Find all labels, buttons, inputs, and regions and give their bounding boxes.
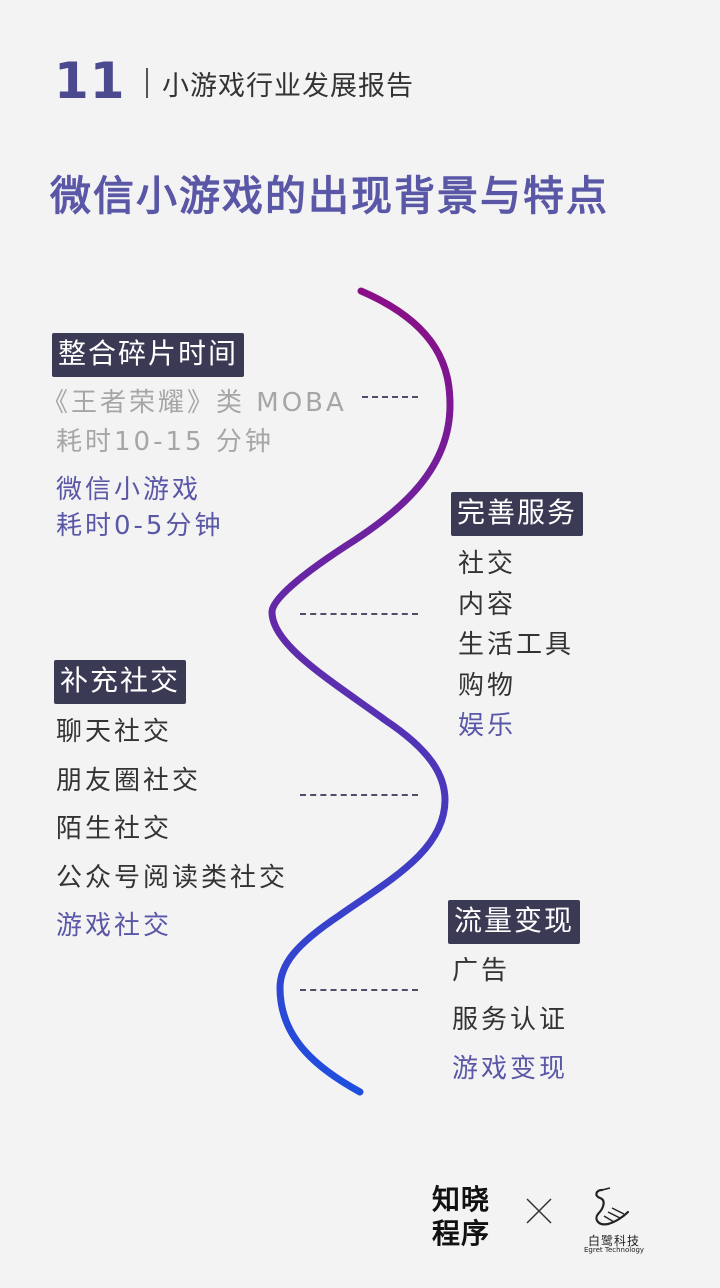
list-item: 公众号阅读类社交 — [56, 863, 289, 893]
section-title: 小游戏行业发展报告 — [162, 71, 414, 102]
muted-line-1: 《王者荣耀》类 MOBA — [42, 388, 347, 418]
header-divider — [146, 68, 148, 98]
zhixiao-logo-line1: 知晓 — [432, 1183, 491, 1216]
connector-social — [300, 794, 418, 796]
connector-services — [300, 613, 418, 615]
connector-monetization — [300, 989, 418, 991]
list-item: 朋友圈社交 — [56, 766, 202, 796]
list-item: 购物 — [458, 671, 517, 701]
page-number: 11 — [54, 52, 126, 110]
tag-social: 补充社交 — [54, 660, 187, 704]
list-item: 社交 — [458, 549, 517, 579]
muted-line-2: 耗时10-15 分钟 — [56, 427, 274, 457]
list-item: 聊天社交 — [56, 717, 173, 747]
egret-logo-icon — [595, 1187, 630, 1226]
zhixiao-logo-line2: 程序 — [432, 1217, 491, 1250]
egret-logo-en: Egret Technology — [584, 1246, 645, 1254]
list-item-highlight: 游戏社交 — [56, 911, 173, 941]
list-item: 服务认证 — [452, 1005, 569, 1035]
list-item: 内容 — [458, 590, 517, 620]
list-item: 生活工具 — [458, 630, 575, 660]
accent-line-2: 耗时0-5分钟 — [56, 511, 224, 541]
tag-fragment-time: 整合碎片时间 — [52, 333, 245, 377]
egret-logo-cn: 白鹭科技 — [588, 1234, 641, 1248]
tag-monetization: 流量变现 — [448, 900, 581, 944]
list-item-highlight: 游戏变现 — [452, 1054, 569, 1084]
list-item: 陌生社交 — [56, 814, 173, 844]
page-title: 微信小游戏的出现背景与特点 — [50, 172, 609, 220]
collab-cross-icon — [526, 1198, 552, 1224]
list-item: 广告 — [452, 956, 511, 986]
zhixiao-logo: 知晓 程序 — [432, 1183, 490, 1251]
list-item-highlight: 娱乐 — [458, 711, 517, 741]
connector-fragment-time — [362, 396, 418, 398]
accent-line-1: 微信小游戏 — [56, 475, 202, 505]
tag-services: 完善服务 — [451, 492, 584, 536]
